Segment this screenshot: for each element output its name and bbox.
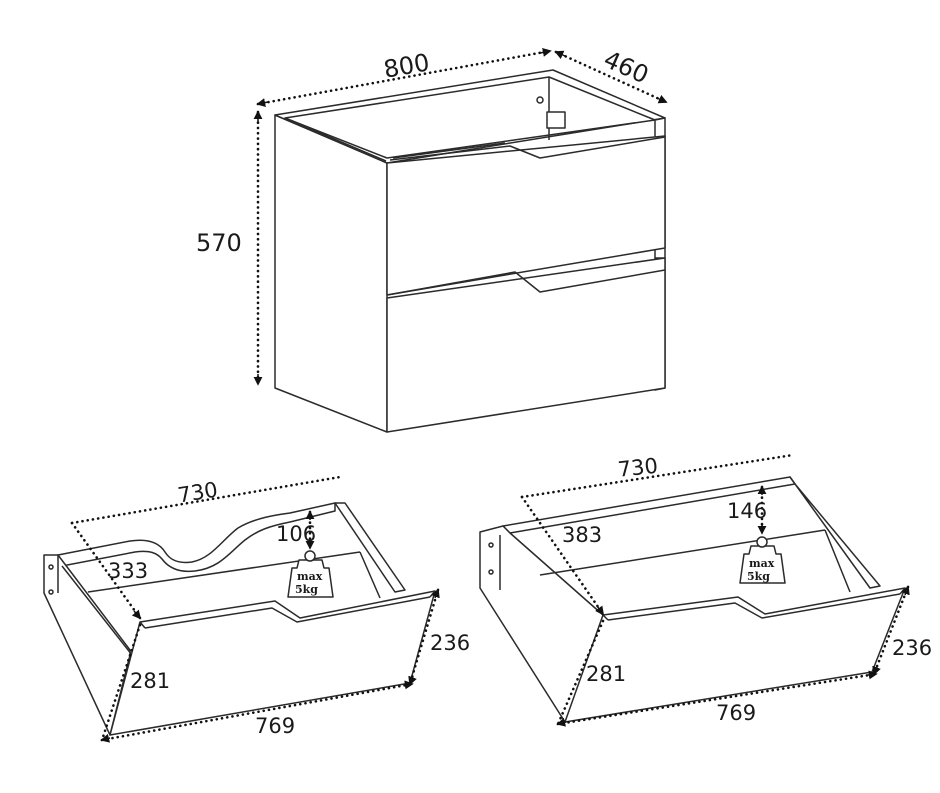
left-drawer-front-top (144, 596, 431, 629)
arrowhead-icon (539, 47, 552, 57)
left-drawer-width-label: 730 (176, 478, 219, 508)
dim-line-right-236 (872, 585, 910, 676)
hole-icon (488, 542, 494, 548)
hole-icon (536, 96, 544, 104)
left-weight-line2: 5kg (295, 583, 318, 596)
right-drawer-front-top (607, 593, 901, 621)
top-drawer-handle-groove (389, 136, 666, 161)
bracket-icon (546, 111, 566, 129)
arrowhead-icon (656, 94, 668, 104)
dim-line-right-769 (556, 672, 878, 726)
top-drawer-top-edge (392, 142, 506, 159)
right-drawer-right-panel (789, 476, 881, 589)
hole-icon (48, 564, 54, 570)
cabinet: 800 460 570 (196, 45, 668, 433)
cabinet-side-panel (274, 114, 388, 433)
dim-line-depth (554, 50, 668, 104)
arrowhead-icon (431, 588, 440, 599)
cabinet-inner-edge (284, 117, 387, 162)
arrowhead-icon (556, 717, 567, 727)
dim-line-left-769 (100, 682, 414, 742)
right-drawer-width-label: 730 (617, 454, 659, 482)
arrowhead-icon (403, 680, 414, 690)
right-weight-line1: max (749, 557, 775, 570)
hole-icon (488, 569, 494, 575)
dim-line-left-333 (70, 521, 142, 620)
dim-line-width (256, 49, 552, 106)
left-drawer-front-width-label: 769 (255, 714, 295, 738)
right-drawer-cutout-label: 146 (727, 499, 767, 523)
left-weight-line1: max (297, 570, 323, 583)
arrowhead-icon (595, 605, 605, 616)
arrowhead-icon (867, 670, 878, 680)
weight-icon: max 5kg (287, 550, 334, 598)
left-drawer-side-height-label: 236 (430, 631, 470, 655)
dim-line-right-730 (520, 453, 795, 499)
top-drawer-front (386, 135, 666, 296)
left-drawer-front-height-label: 281 (130, 669, 170, 693)
bottom-drawer-handle-groove (386, 269, 666, 296)
left-drawer-right-panel (334, 502, 406, 593)
arrowhead-icon (100, 733, 111, 743)
right-drawer-depth-label: 383 (562, 523, 602, 547)
right-weight-line2: 5kg (747, 570, 770, 583)
cabinet-height-label: 570 (196, 229, 242, 257)
left-drawer-cutout-label: 106 (276, 522, 316, 546)
cabinet-width-label: 800 (382, 48, 432, 84)
dim-line-left-281 (100, 623, 142, 742)
left-drawer-floor-line (359, 551, 381, 599)
weight-icon: max 5kg (739, 536, 786, 584)
left-drawer-front-corner (139, 621, 146, 629)
right-drawer-floor-line (539, 529, 826, 576)
cabinet-depth-label: 460 (600, 45, 653, 89)
dim-line-left-236 (408, 588, 440, 686)
left-drawer-back-panel (57, 502, 336, 573)
bottom-drawer-front (386, 257, 666, 433)
left-drawer-side-inner (61, 565, 133, 656)
hole-icon (48, 589, 54, 595)
arrowhead-icon (554, 50, 566, 60)
left-drawer-depth-label: 333 (108, 559, 148, 583)
arrowhead-icon (131, 609, 142, 620)
right-drawer-front-height-label: 281 (586, 662, 626, 686)
right-drawer-floor-line (824, 529, 851, 593)
right-drawer-side-height-label: 236 (892, 636, 932, 660)
right-drawer-front-width-label: 769 (716, 701, 756, 725)
right-drawer: max 5kg 730 383 146 236 281 769 (479, 453, 932, 727)
right-drawer-front-corner (602, 614, 609, 621)
arrowhead-icon (256, 98, 269, 108)
left-drawer: max 5kg 730 333 106 236 281 769 (43, 475, 470, 743)
arrowhead-icon (901, 585, 910, 596)
